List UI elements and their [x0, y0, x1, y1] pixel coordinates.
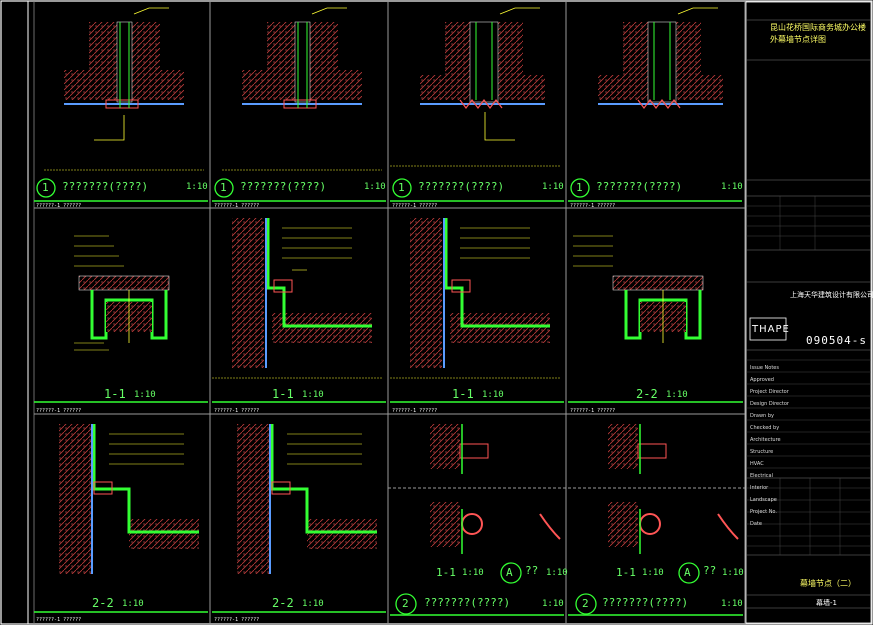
section-label: 1-1	[452, 387, 474, 401]
detail-scale: 1:10	[722, 568, 744, 578]
section-scale: 1:10	[666, 390, 688, 400]
panel-note: ??????-1 ??????	[392, 203, 438, 209]
panel-note: ??????-1 ??????	[36, 617, 82, 623]
section-label: 1-1	[616, 566, 636, 579]
section-label: 1-1	[436, 566, 456, 579]
section-scale: 1:10	[122, 599, 144, 609]
callout-number: 1	[220, 181, 227, 194]
panel-scale: 1:10	[542, 182, 564, 192]
tb-row: Checked by	[750, 425, 780, 431]
panel-scale: 1:10	[721, 599, 743, 609]
tb-row: Electrical	[750, 473, 773, 479]
section-scale: 1:10	[302, 599, 324, 609]
detail-label: ??	[703, 564, 717, 577]
section-scale: 1:10	[642, 568, 664, 578]
section-scale: 1:10	[462, 568, 484, 578]
drawing-number: 090504-s	[806, 334, 867, 347]
panel-note: ??????-1 ??????	[214, 408, 260, 414]
callout-number: 1	[398, 181, 405, 194]
detail-scale: 1:10	[546, 568, 568, 578]
panel-scale: 1:10	[186, 182, 208, 192]
panel-title: ???????(????)	[418, 180, 505, 193]
panel-note: ??????-1 ??????	[570, 408, 616, 414]
callout-number: 1	[576, 181, 583, 194]
panel-note: ??????-1 ??????	[36, 203, 82, 209]
detail-marker: A	[684, 566, 691, 579]
section-scale: 1:10	[134, 390, 156, 400]
tb-row: Project No.	[750, 509, 777, 515]
tb-row: Landscape	[750, 497, 777, 503]
section-label: 2-2	[92, 596, 114, 610]
company-logo: THAPE	[752, 324, 790, 335]
row1-details	[44, 7, 723, 171]
project-title-2: 外幕墙节点详图	[770, 35, 826, 44]
panel-title: ???????(????)	[602, 596, 689, 609]
callout-number: 2	[582, 597, 589, 610]
tb-row: HVAC	[750, 461, 764, 467]
tb-row: Architecture	[750, 437, 781, 443]
section-label: 1-1	[272, 387, 294, 401]
section-label: 1-1	[104, 387, 126, 401]
panel-scale: 1:10	[364, 182, 386, 192]
sheet-code: 幕墙-1	[816, 599, 837, 607]
callout-number: 1	[42, 181, 49, 194]
tb-row: Approved	[750, 377, 774, 383]
detail-label: ??	[525, 564, 539, 577]
company-name: 上海天华建筑设计有限公司	[790, 291, 873, 299]
panel-note: ??????-1 ??????	[392, 408, 438, 414]
section-label: 2-2	[636, 387, 658, 401]
callout-number: 2	[402, 597, 409, 610]
tb-row: Drawn by	[750, 413, 774, 419]
sheet-name: 幕墙节点（二）	[800, 579, 856, 588]
tb-row: Date	[750, 521, 762, 527]
project-title-1: 昆山花桥国际商务城办公楼	[770, 23, 866, 32]
panel-note: ??????-1 ??????	[570, 203, 616, 209]
tb-row: Interior	[750, 485, 769, 491]
title-block-rows: Issue Notes Approved Project Director De…	[750, 362, 789, 530]
company-logo-box	[749, 317, 787, 341]
panel-title: ???????(????)	[424, 596, 511, 609]
panel-scale: 1:10	[542, 599, 564, 609]
panel-title: ???????(????)	[240, 180, 327, 193]
panel-note: ??????-1 ??????	[214, 203, 260, 209]
detail-marker: A	[506, 566, 513, 579]
panel-note: ??????-1 ??????	[36, 408, 82, 414]
section-scale: 1:10	[302, 390, 324, 400]
panel-note: ??????-1 ??????	[214, 617, 260, 623]
panel-grid	[34, 2, 746, 624]
title-block	[745, 1, 872, 624]
tb-row: Design Director	[750, 401, 789, 407]
panel-title: ???????(????)	[62, 180, 149, 193]
row2-sections	[34, 218, 743, 403]
row3-sections	[34, 424, 386, 613]
section-label: 2-2	[272, 596, 294, 610]
tb-row: Project Director	[750, 389, 789, 395]
panel-scale: 1:10	[721, 182, 743, 192]
tb-row: Structure	[750, 449, 774, 455]
panel-title: ???????(????)	[596, 180, 683, 193]
row3-right-details	[390, 424, 743, 616]
title-block-text: 昆山花桥国际商务城办公楼 外幕墙节点详图 上海天华建筑设计有限公司 THAPE …	[746, 0, 873, 625]
tb-row: Issue Notes	[750, 365, 779, 371]
row1-titles	[34, 178, 742, 202]
section-scale: 1:10	[482, 390, 504, 400]
